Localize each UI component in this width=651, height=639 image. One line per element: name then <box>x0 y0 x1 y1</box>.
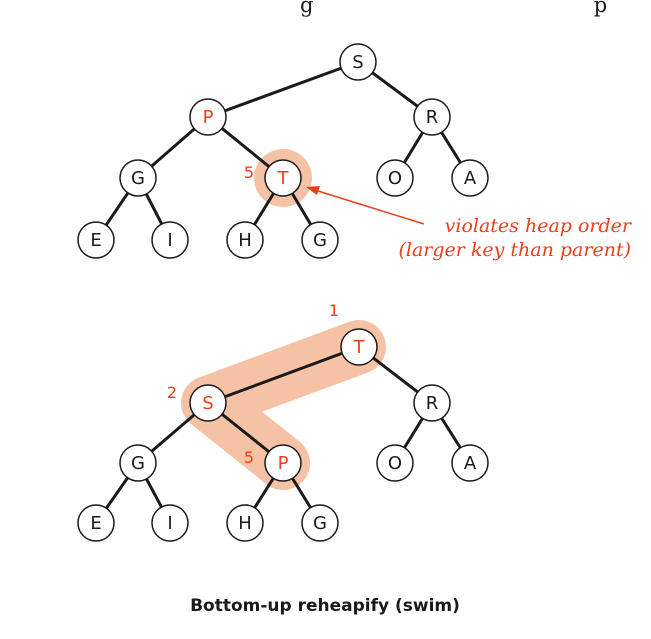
node-p: P <box>189 98 227 136</box>
node-label: E <box>90 230 101 251</box>
index-label: 2 <box>167 383 177 402</box>
node-label: T <box>277 168 290 189</box>
node-label: S <box>202 393 213 414</box>
annotation-line-2: (larger key than parent) <box>398 239 631 261</box>
node-s: S <box>339 43 377 81</box>
node-r: R <box>413 384 451 422</box>
node-label: R <box>426 393 439 414</box>
node-p: P <box>264 444 302 482</box>
node-g: G <box>119 159 157 197</box>
node-t: T <box>264 159 302 197</box>
node-label: I <box>167 230 172 251</box>
node-label: I <box>167 513 172 534</box>
node-label: A <box>464 453 477 474</box>
node-label: P <box>203 107 214 128</box>
node-g: G <box>119 444 157 482</box>
annotation-line-1: violates heap order <box>445 215 633 237</box>
node-label: G <box>131 453 145 474</box>
node-t: T <box>340 328 378 366</box>
node-g: G <box>301 221 339 259</box>
node-s: S <box>189 384 227 422</box>
node-o: O <box>376 444 414 482</box>
node-label: A <box>464 168 477 189</box>
index-label: 5 <box>244 448 254 467</box>
node-r: R <box>413 98 451 136</box>
node-i: I <box>151 504 189 542</box>
node-label: P <box>278 453 289 474</box>
node-label: T <box>353 337 366 358</box>
node-label: H <box>238 230 252 251</box>
node-i: I <box>151 221 189 259</box>
node-label: O <box>388 168 402 189</box>
node-label: G <box>131 168 145 189</box>
node-e: E <box>77 221 115 259</box>
node-label: R <box>426 107 439 128</box>
node-g: G <box>301 504 339 542</box>
node-a: A <box>451 159 489 197</box>
figure-caption: Bottom-up reheapify (swim) <box>190 596 460 616</box>
violation-arrow <box>306 186 425 225</box>
node-h: H <box>226 504 264 542</box>
edge <box>206 60 360 119</box>
node-label: O <box>388 453 402 474</box>
edge <box>206 345 361 405</box>
index-label: 1 <box>329 301 339 320</box>
index-label: 5 <box>244 163 254 182</box>
node-o: O <box>376 159 414 197</box>
cropped-heading-text: g p <box>300 0 607 17</box>
heap-before-swim: S P R G T O A E <box>77 43 633 261</box>
node-label: H <box>238 513 252 534</box>
node-h: H <box>226 221 264 259</box>
node-e: E <box>77 504 115 542</box>
node-label: S <box>352 52 363 73</box>
node-a: A <box>451 444 489 482</box>
heap-after-swim: T S R G P O A E <box>77 301 489 542</box>
node-label: E <box>90 513 101 534</box>
node-label: G <box>313 230 327 251</box>
node-label: G <box>313 513 327 534</box>
